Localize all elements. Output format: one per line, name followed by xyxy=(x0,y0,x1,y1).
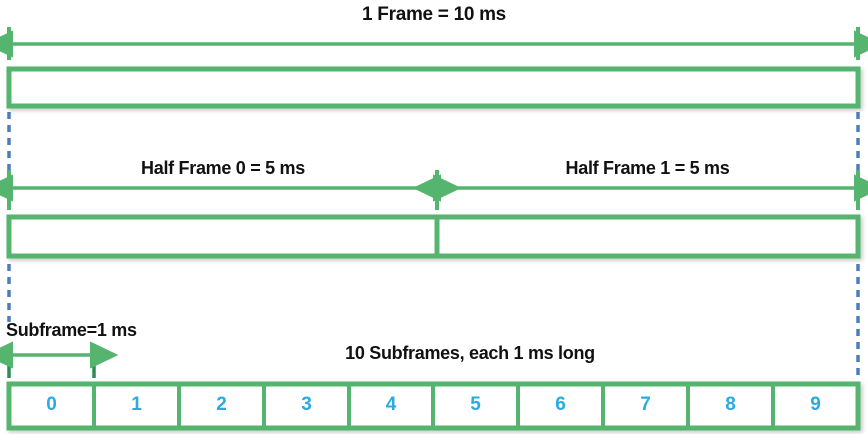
subframe-unit-label: Subframe=1 ms xyxy=(6,320,137,340)
subframe-number-1: 1 xyxy=(131,394,142,415)
frame-box-group xyxy=(6,66,861,109)
halfframe-outer-box xyxy=(6,214,861,259)
subframe-boxes-group xyxy=(6,381,861,431)
subframe-number-9: 9 xyxy=(810,394,821,415)
halfframe-boxes-group xyxy=(6,214,861,259)
halfframe-measure-group xyxy=(0,170,868,210)
subframe-number-7: 7 xyxy=(640,394,651,415)
halfframe-0-label: Half Frame 0 = 5 ms xyxy=(141,158,305,178)
subframe-number-8: 8 xyxy=(725,394,736,415)
guide-lines-upper xyxy=(7,112,860,170)
subframe-number-5: 5 xyxy=(470,394,481,415)
subframe-unit-measure-group xyxy=(0,341,119,378)
subframe-group-label: 10 Subframes, each 1 ms long xyxy=(345,343,595,363)
guide-lines-lower xyxy=(7,264,860,375)
halfframe-1-label: Half Frame 1 = 5 ms xyxy=(565,158,730,178)
subframe-number-0: 0 xyxy=(46,394,57,415)
frame-title-label: 1 Frame = 10 ms xyxy=(362,4,506,25)
subframe-number-2: 2 xyxy=(216,394,227,415)
subframe-number-4: 4 xyxy=(385,394,397,415)
frame-measure-group xyxy=(0,27,868,60)
subframe-number-6: 6 xyxy=(555,394,566,415)
subframe-number-3: 3 xyxy=(301,394,312,415)
frame-box xyxy=(6,66,861,109)
